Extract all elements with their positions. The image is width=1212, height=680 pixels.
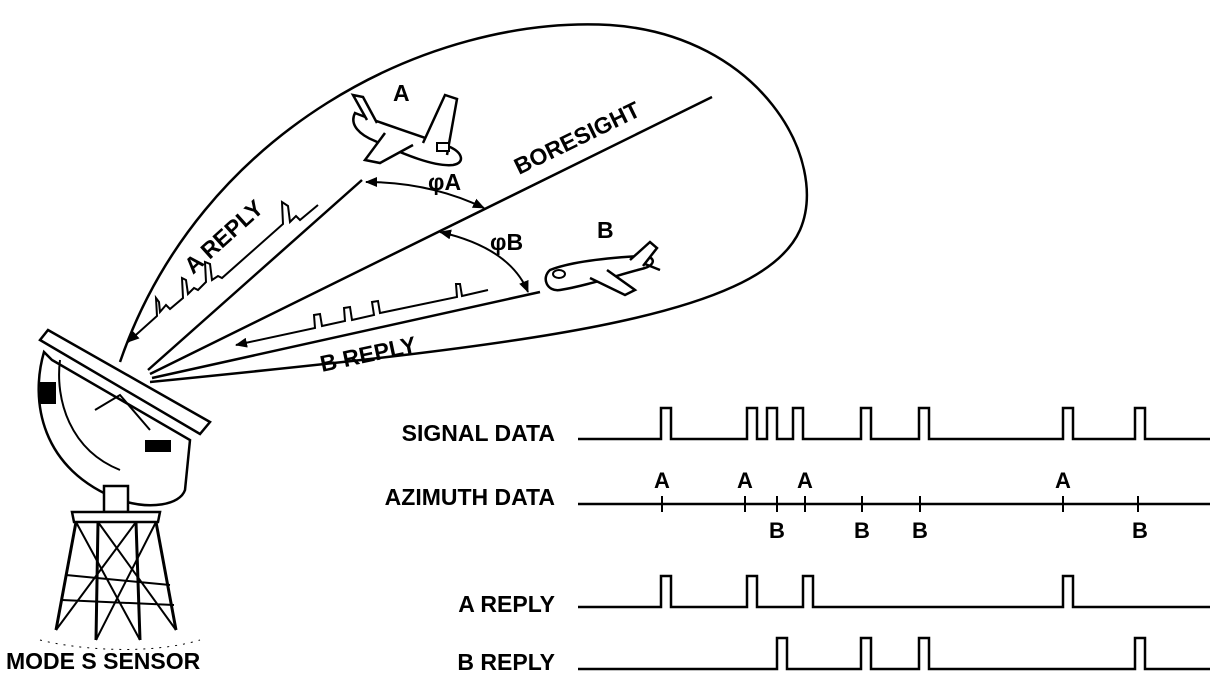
phi-a-arc xyxy=(365,177,485,209)
a-reply-row-label: A REPLY xyxy=(458,591,555,617)
azimuth-marker-b: B xyxy=(912,518,928,543)
b-reply-signal xyxy=(235,283,489,348)
boresight-label: BORESIGHT xyxy=(510,96,644,179)
a-reply-waveform xyxy=(578,574,1210,609)
mode-s-sensor-icon xyxy=(37,328,212,650)
azimuth-marker-b: B xyxy=(1132,518,1148,543)
a-reply-label: A REPLY xyxy=(179,195,268,279)
azimuth-data-label: AZIMUTH DATA xyxy=(385,484,555,510)
aircraft-a-icon: A xyxy=(350,80,463,167)
phi-a-label: φA xyxy=(428,169,461,195)
aircraft-b-label: B xyxy=(597,217,614,243)
line-to-aircraft-b xyxy=(151,290,541,380)
azimuth-marker-a: A xyxy=(654,468,670,493)
phi-b-label: φB xyxy=(490,229,523,255)
azimuth-marker-b: B xyxy=(769,518,785,543)
line-to-aircraft-a xyxy=(147,179,363,371)
boresight-line xyxy=(149,95,713,376)
signal-data-waveform xyxy=(578,406,1210,441)
aircraft-b-icon: B xyxy=(544,217,661,297)
a-reply-signal xyxy=(127,200,319,343)
beam-lobe xyxy=(118,23,809,384)
azimuth-marker-a: A xyxy=(737,468,753,493)
b-reply-row-label: B REPLY xyxy=(457,649,555,675)
azimuth-marker-a: A xyxy=(1055,468,1071,493)
azimuth-ticks xyxy=(661,496,1139,512)
b-reply-waveform xyxy=(578,636,1210,671)
sensor-label: MODE S SENSOR xyxy=(6,648,201,674)
azimuth-marker-a: A xyxy=(797,468,813,493)
aircraft-a-label: A xyxy=(393,80,410,106)
signal-data-label: SIGNAL DATA xyxy=(402,420,555,446)
phi-b-arc xyxy=(439,229,529,293)
azimuth-marker-b: B xyxy=(854,518,870,543)
